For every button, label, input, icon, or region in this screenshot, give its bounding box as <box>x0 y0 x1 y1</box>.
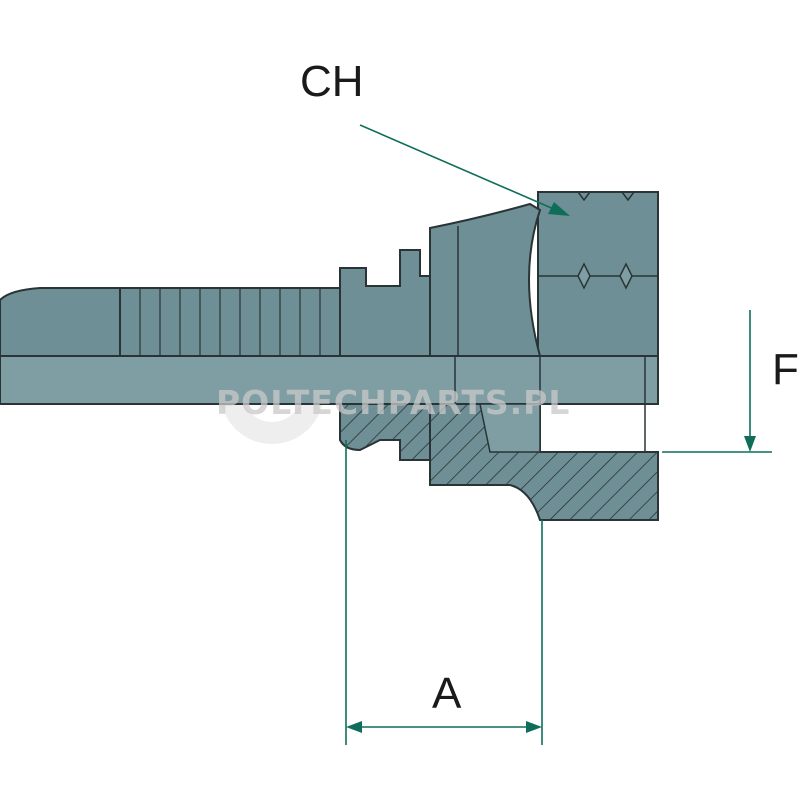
hose-tail-upper <box>0 287 121 357</box>
ferrule-shoulders <box>339 249 431 357</box>
hex-nut <box>537 191 659 357</box>
dimension-f <box>662 310 772 453</box>
hex-nut-mid-diamond <box>577 262 633 290</box>
bore <box>0 355 659 405</box>
label-ch: CH <box>300 57 364 106</box>
watermark-text: POLTECHPARTS.PL <box>216 383 571 422</box>
section-lower-tail <box>0 403 431 461</box>
fitting-collar <box>429 202 542 357</box>
dimension-a <box>345 440 543 745</box>
dimension-ch-leader <box>359 124 570 216</box>
section-seal-pocket <box>479 403 541 453</box>
hose-tail-ribs <box>119 287 341 357</box>
label-f: F <box>772 345 799 394</box>
hex-nut-top-notch <box>577 191 635 202</box>
label-a: A <box>432 669 462 718</box>
